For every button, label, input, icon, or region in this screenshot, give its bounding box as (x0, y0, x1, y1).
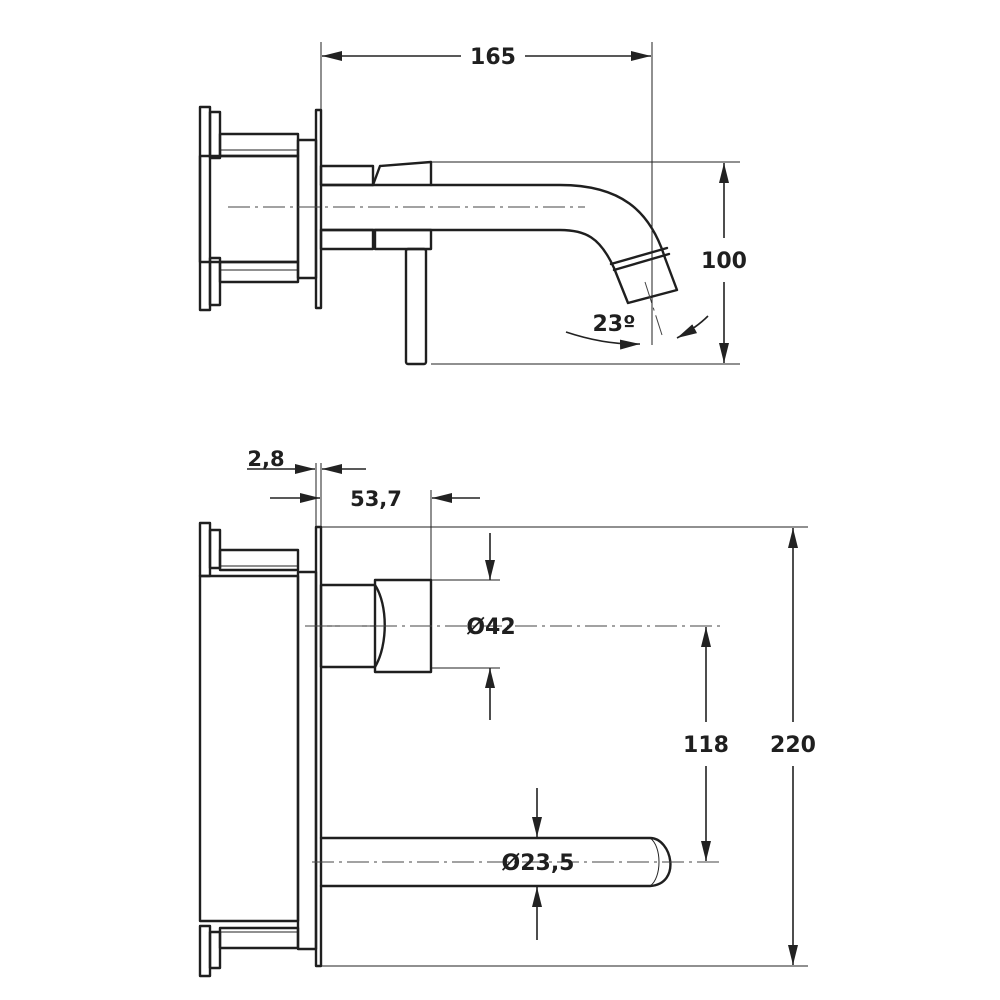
dim-23-5-label: Ø23,5 (502, 851, 575, 876)
front-view: 2,8 53,7 Ø42 118 220 Ø23,5 (198, 447, 816, 978)
front-view-spout (319, 836, 672, 888)
dim-23-label: 23º (592, 312, 635, 337)
dim-2-8-label: 2,8 (247, 447, 284, 471)
side-view-handle-body (319, 160, 433, 366)
side-view-wall-box (198, 105, 318, 312)
side-view-spout (319, 183, 679, 305)
dim-118-label: 118 (683, 733, 729, 758)
dim-165-label: 165 (470, 45, 516, 70)
side-view-wall-plate (314, 108, 323, 310)
dim-42-label: Ø42 (466, 615, 515, 640)
dim-220-label: 220 (770, 733, 816, 758)
dim-23-arc (565, 331, 641, 350)
front-view-wall-box (198, 521, 318, 978)
side-view: 165 100 23º (198, 42, 747, 366)
dim-100-label: 100 (701, 249, 747, 274)
side-view-lever (404, 247, 428, 366)
dim-53-7-label: 53,7 (350, 487, 402, 511)
front-view-wall-plate (314, 525, 323, 968)
